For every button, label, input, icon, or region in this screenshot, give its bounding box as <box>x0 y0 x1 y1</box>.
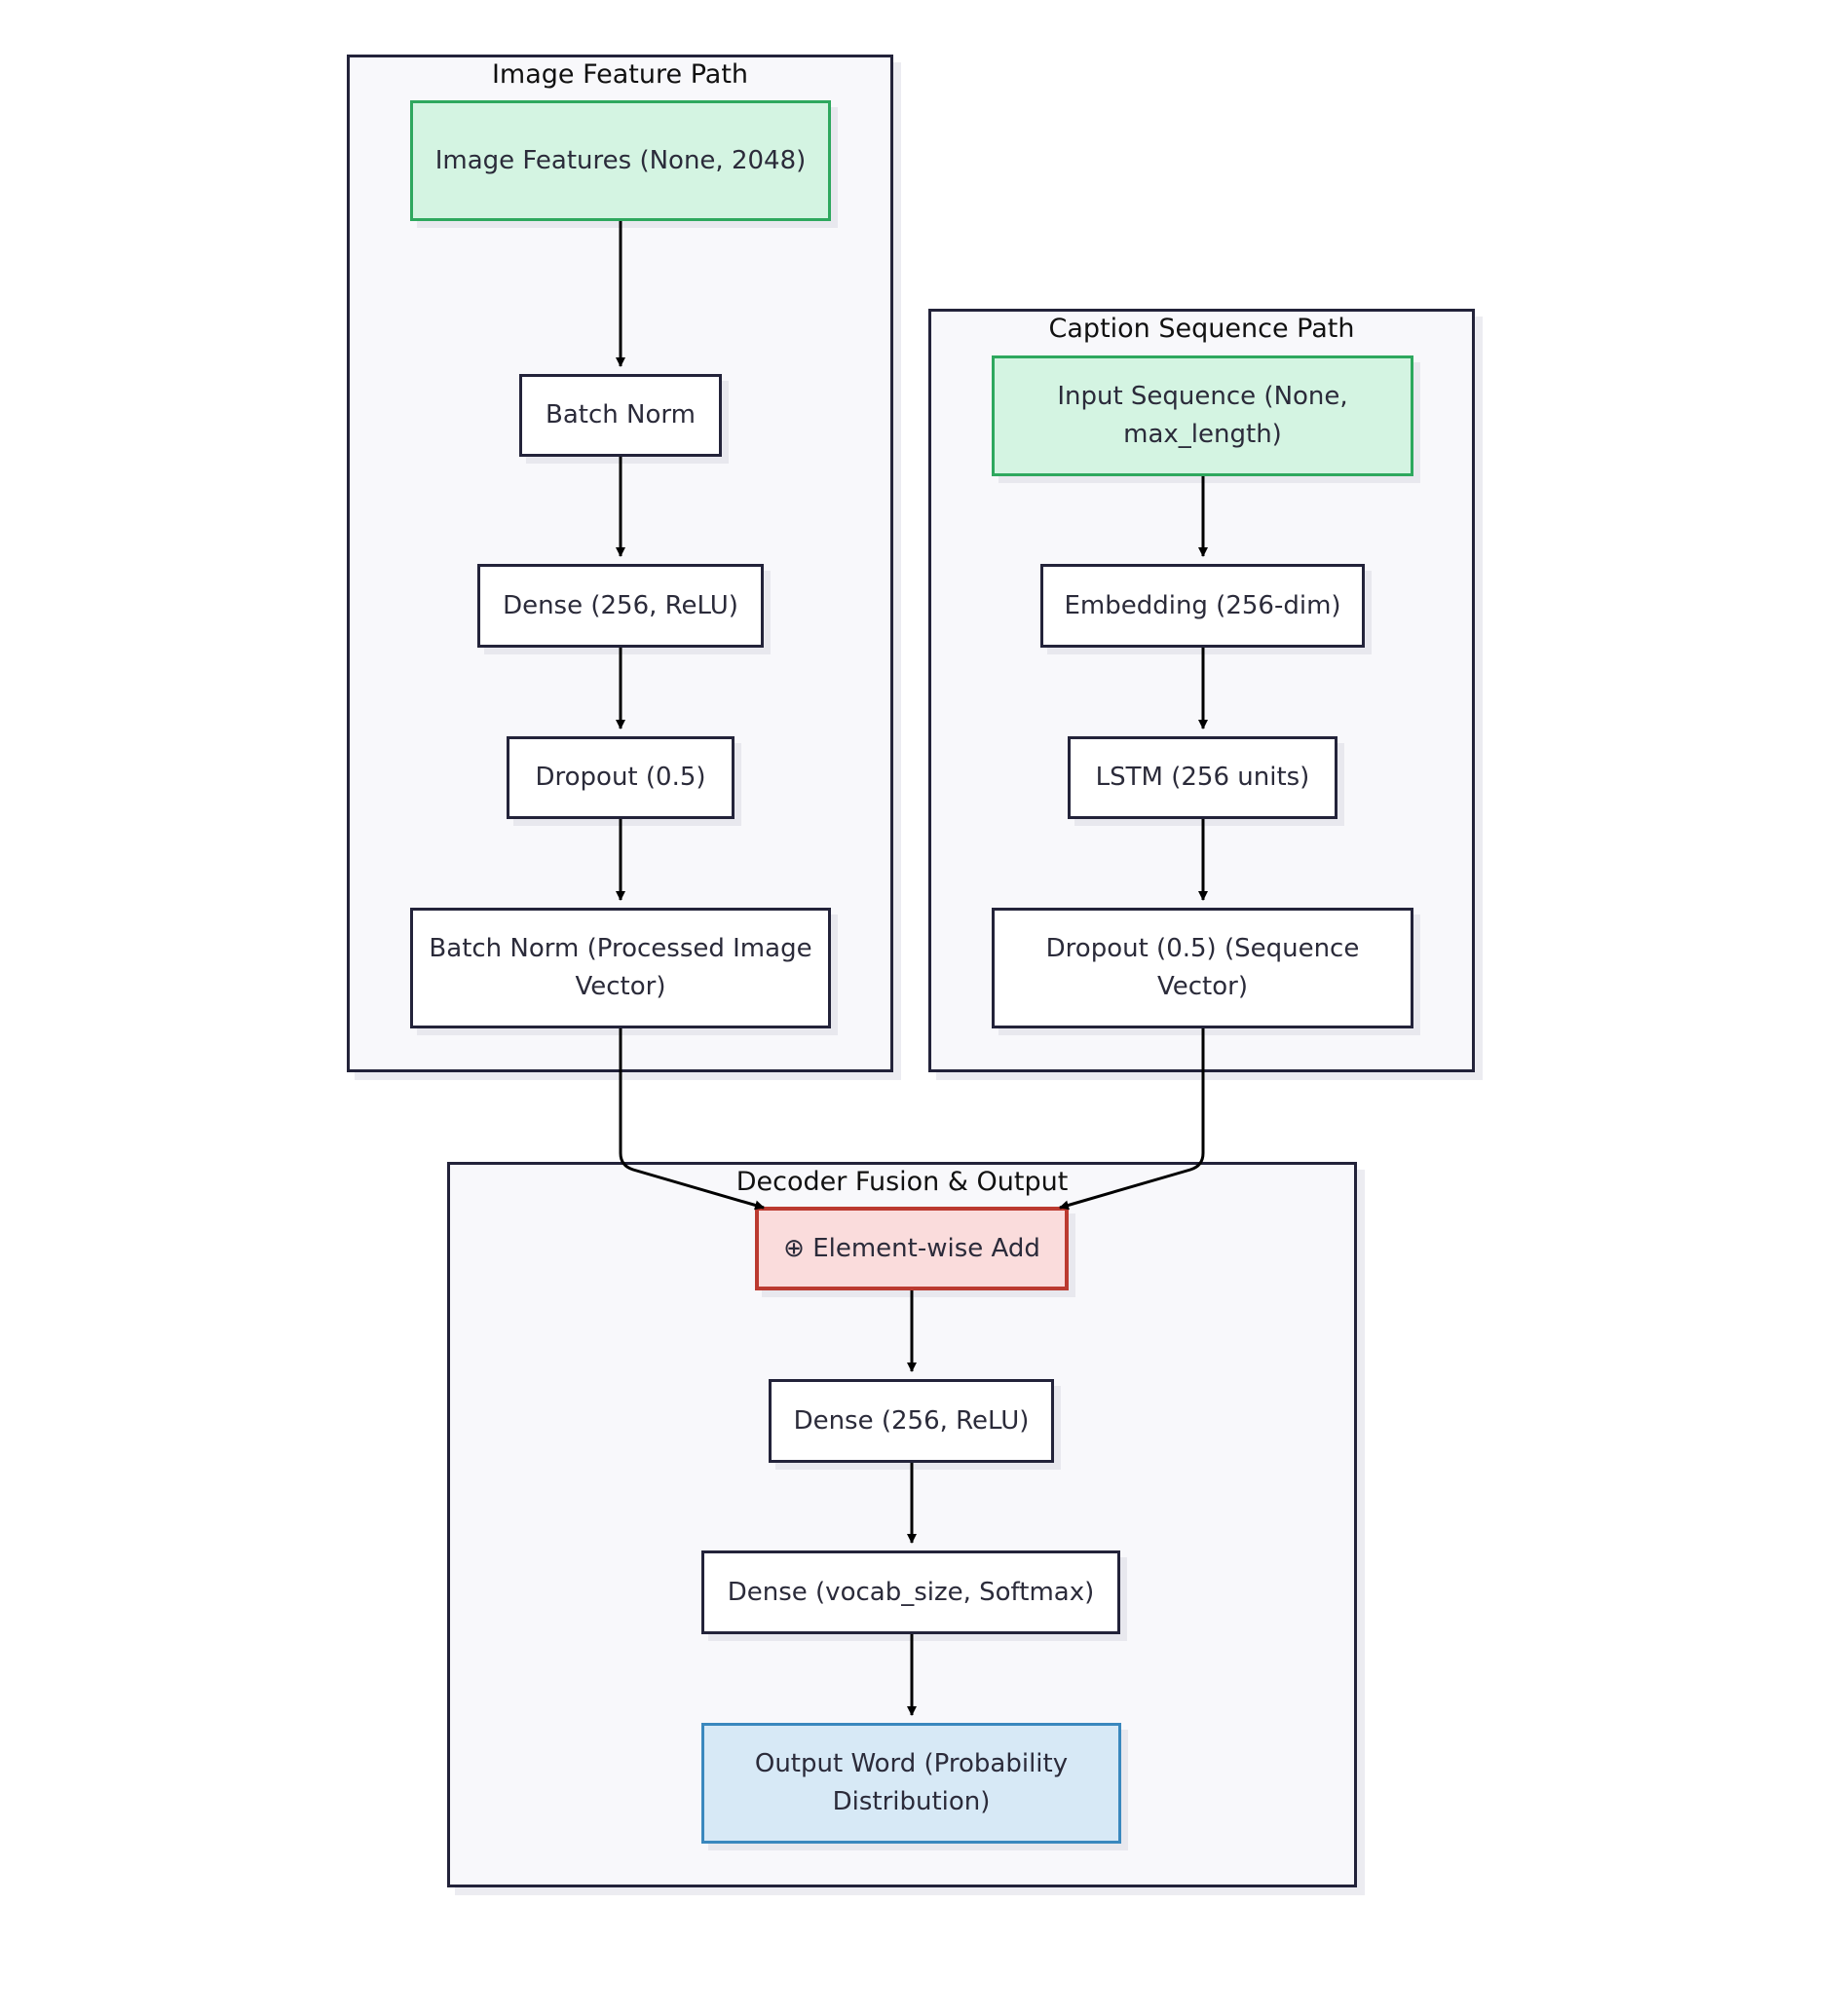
edge-sequence-vector-to-add <box>1059 1028 1205 1211</box>
node-input-sequence[interactable]: Input Sequence (None, max_length) <box>992 355 1413 476</box>
node-label: Output Word (Probability Distribution) <box>754 1749 1069 1816</box>
cluster-title-caption: Caption Sequence Path <box>1048 314 1355 344</box>
node-lstm[interactable]: LSTM (256 units) <box>1068 736 1337 819</box>
node-label: ⊕ Element-wise Add <box>783 1233 1040 1263</box>
node-label: Dense (256, ReLU) <box>793 1405 1030 1436</box>
node-label: Batch Norm <box>546 400 696 429</box>
node-image-dense[interactable]: Dense (256, ReLU) <box>477 564 764 648</box>
node-sequence-dropout[interactable]: Dropout (0.5) (Sequence Vector) <box>992 908 1413 1028</box>
node-label: LSTM (256 units) <box>1095 763 1310 792</box>
node-label: Dense (256, ReLU) <box>503 590 738 620</box>
node-label: Batch Norm (Processed Image Vector) <box>429 934 812 1001</box>
edge-image-vector-to-add <box>619 1028 765 1211</box>
node-label: Dropout (0.5) (Sequence Vector) <box>1045 934 1360 1001</box>
node-embedding[interactable]: Embedding (256-dim) <box>1040 564 1365 648</box>
node-image-batch-norm-processed[interactable]: Batch Norm (Processed Image Vector) <box>410 908 831 1028</box>
node-image-dropout[interactable]: Dropout (0.5) <box>507 736 735 819</box>
node-decoder-dense-softmax[interactable]: Dense (vocab_size, Softmax) <box>701 1550 1120 1634</box>
node-label: Dense (vocab_size, Softmax) <box>727 1577 1095 1607</box>
node-label: Embedding (256-dim) <box>1064 590 1341 620</box>
cluster-title-image: Image Feature Path <box>491 59 749 90</box>
node-image-batch-norm[interactable]: Batch Norm <box>519 374 722 457</box>
cluster-title-decoder: Decoder Fusion & Output <box>735 1167 1069 1197</box>
node-decoder-dense[interactable]: Dense (256, ReLU) <box>769 1379 1054 1463</box>
node-element-wise-add[interactable]: ⊕ Element-wise Add <box>755 1207 1069 1290</box>
node-output-word[interactable]: Output Word (Probability Distribution) <box>701 1723 1121 1844</box>
node-label: Dropout (0.5) <box>535 763 706 792</box>
node-label: Image Features (None, 2048) <box>434 145 807 175</box>
node-image-features[interactable]: Image Features (None, 2048) <box>410 100 831 221</box>
node-label: Input Sequence (None, max_length) <box>1057 382 1348 449</box>
